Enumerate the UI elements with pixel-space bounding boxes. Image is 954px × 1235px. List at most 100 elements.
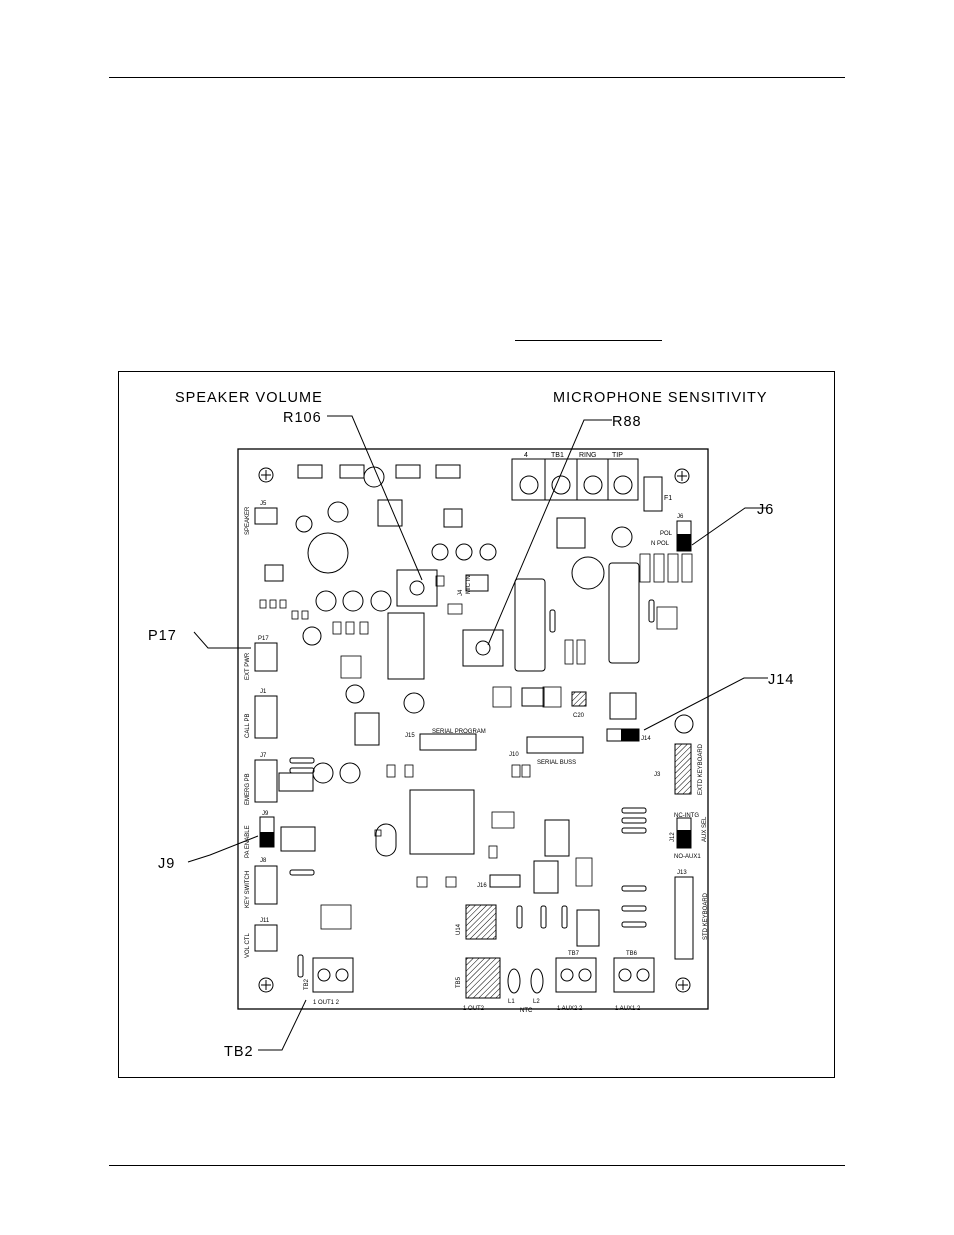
speaker-volume-heading: SPEAKER VOLUME	[175, 390, 323, 406]
out2-label: 1 OUT2	[463, 1006, 485, 1012]
tb1-pin4-label: 4	[524, 452, 528, 459]
tb1-label: TB1	[551, 452, 564, 459]
serial-bus-label: SERIAL BUSS	[537, 760, 576, 766]
tb2-screw-1	[317, 968, 331, 982]
j14-callout: J14	[768, 672, 794, 688]
underline-stub	[515, 340, 662, 341]
r88-callout: R88	[612, 414, 642, 430]
pol-label: POL	[660, 531, 673, 537]
aux-sel-label: AUX SEL	[702, 816, 708, 842]
capacitors	[295, 501, 694, 784]
tip-label: TIP	[612, 452, 623, 459]
emerg-pb-label: EMERG PB	[245, 773, 251, 805]
mounting-holes	[258, 467, 691, 993]
resistors	[289, 599, 655, 978]
j7-label: J7	[260, 753, 267, 759]
tb1-terminal-block	[511, 458, 639, 501]
out1-label: 1 OUT1 2	[313, 1000, 340, 1006]
top-regulators	[297, 464, 461, 488]
r106-knob	[409, 580, 425, 596]
crystal	[375, 823, 397, 857]
j5-connector	[254, 507, 278, 525]
tb6-label: TB6	[626, 951, 638, 957]
j12-label: J12	[670, 832, 676, 842]
j14-jumper-shunt	[621, 729, 639, 741]
j10-label: J10	[509, 752, 519, 758]
j13-label: J13	[677, 870, 687, 876]
j4-connector	[465, 574, 489, 592]
inductors	[507, 968, 544, 994]
j13-header	[674, 876, 694, 960]
top-rule	[109, 77, 845, 78]
tb5-label: TB5	[456, 976, 462, 988]
pa-enable-label: PA ENABLE	[245, 825, 251, 858]
tb2-callout: TB2	[224, 1044, 254, 1060]
call-pb-label: CALL PB	[245, 714, 251, 738]
c20-label: C20	[573, 713, 585, 719]
l2-label: L2	[533, 999, 540, 1005]
tb2-screw-2	[335, 968, 349, 982]
no-aux1-label: NO-AUX1	[674, 854, 701, 860]
j10-header	[526, 736, 584, 754]
j3-header	[674, 743, 692, 795]
j6-jumper-shunt	[677, 534, 691, 551]
tb2-terminal-block	[312, 957, 354, 993]
p17-callout: P17	[148, 628, 177, 644]
pcb-outline	[237, 448, 709, 1010]
vol-ctl-label: VOL CTL	[245, 933, 251, 958]
callout-leaders	[187, 415, 768, 1051]
tb5-block	[465, 957, 501, 999]
ntc-label: NTC	[520, 1008, 533, 1014]
j6-callout: J6	[757, 502, 774, 518]
nc-intg-label: NC-INTG	[674, 813, 699, 819]
extd-keyboard-label: EXTD KEYBOARD	[698, 743, 704, 795]
ext-pwr-label: EXT PWR	[245, 652, 251, 680]
serial-program-label: SERIAL PROGRAM	[432, 729, 486, 735]
figure-frame	[118, 371, 835, 1078]
j8-label: J8	[260, 858, 267, 864]
j14-header	[606, 728, 640, 742]
tb2-board-label: TB2	[304, 978, 310, 990]
aux2-label: 1 AUX2 2	[557, 1006, 583, 1012]
j16-label: J16	[477, 883, 487, 889]
mic-in-label: MIC IN	[466, 575, 472, 594]
l1-label: L1	[508, 999, 515, 1005]
c20-capacitor	[571, 691, 587, 707]
j15-label: J15	[405, 733, 415, 739]
microphone-sensitivity-heading: MICROPHONE SENSITIVITY	[553, 390, 768, 406]
ic-chips	[264, 499, 637, 947]
key-switch-label: KEY SWITCH	[245, 871, 251, 908]
ring-label: RING	[579, 452, 597, 459]
j11-label: J11	[260, 918, 270, 924]
r106-callout: R106	[283, 410, 322, 426]
left-connectors	[254, 642, 278, 952]
bottom-rule	[109, 1165, 845, 1166]
npol-label: N POL	[651, 541, 670, 547]
j15-header	[419, 733, 477, 751]
smd-pads	[259, 553, 693, 930]
microcontroller	[409, 789, 475, 855]
j1-label: J1	[260, 689, 267, 695]
r88-potentiometer	[462, 629, 504, 667]
relays	[387, 517, 640, 680]
fuse-f1	[643, 476, 663, 512]
u14-label: U14	[456, 923, 462, 935]
j9-callout: J9	[158, 856, 175, 872]
j3-label: J3	[654, 772, 661, 778]
j12-jumper-shunt	[677, 830, 691, 848]
r88-knob	[475, 640, 491, 656]
j6-board-label: J6	[677, 514, 684, 520]
tb7-label: TB7	[568, 951, 580, 957]
j14-board-label: J14	[641, 736, 651, 742]
u14-component	[465, 904, 497, 940]
j9-jumper-shunt	[260, 832, 274, 847]
p17-board-label: P17	[258, 636, 269, 642]
f1-label: F1	[664, 495, 672, 502]
aux-terminal-blocks	[555, 957, 655, 993]
j16-header	[489, 874, 521, 888]
j5-label: J5	[260, 501, 267, 507]
speaker-label: SPEAKER	[245, 506, 251, 535]
r106-potentiometer	[396, 569, 438, 607]
j4-label: J4	[458, 589, 464, 596]
std-keyboard-label: STD KEYBOARD	[703, 892, 709, 940]
